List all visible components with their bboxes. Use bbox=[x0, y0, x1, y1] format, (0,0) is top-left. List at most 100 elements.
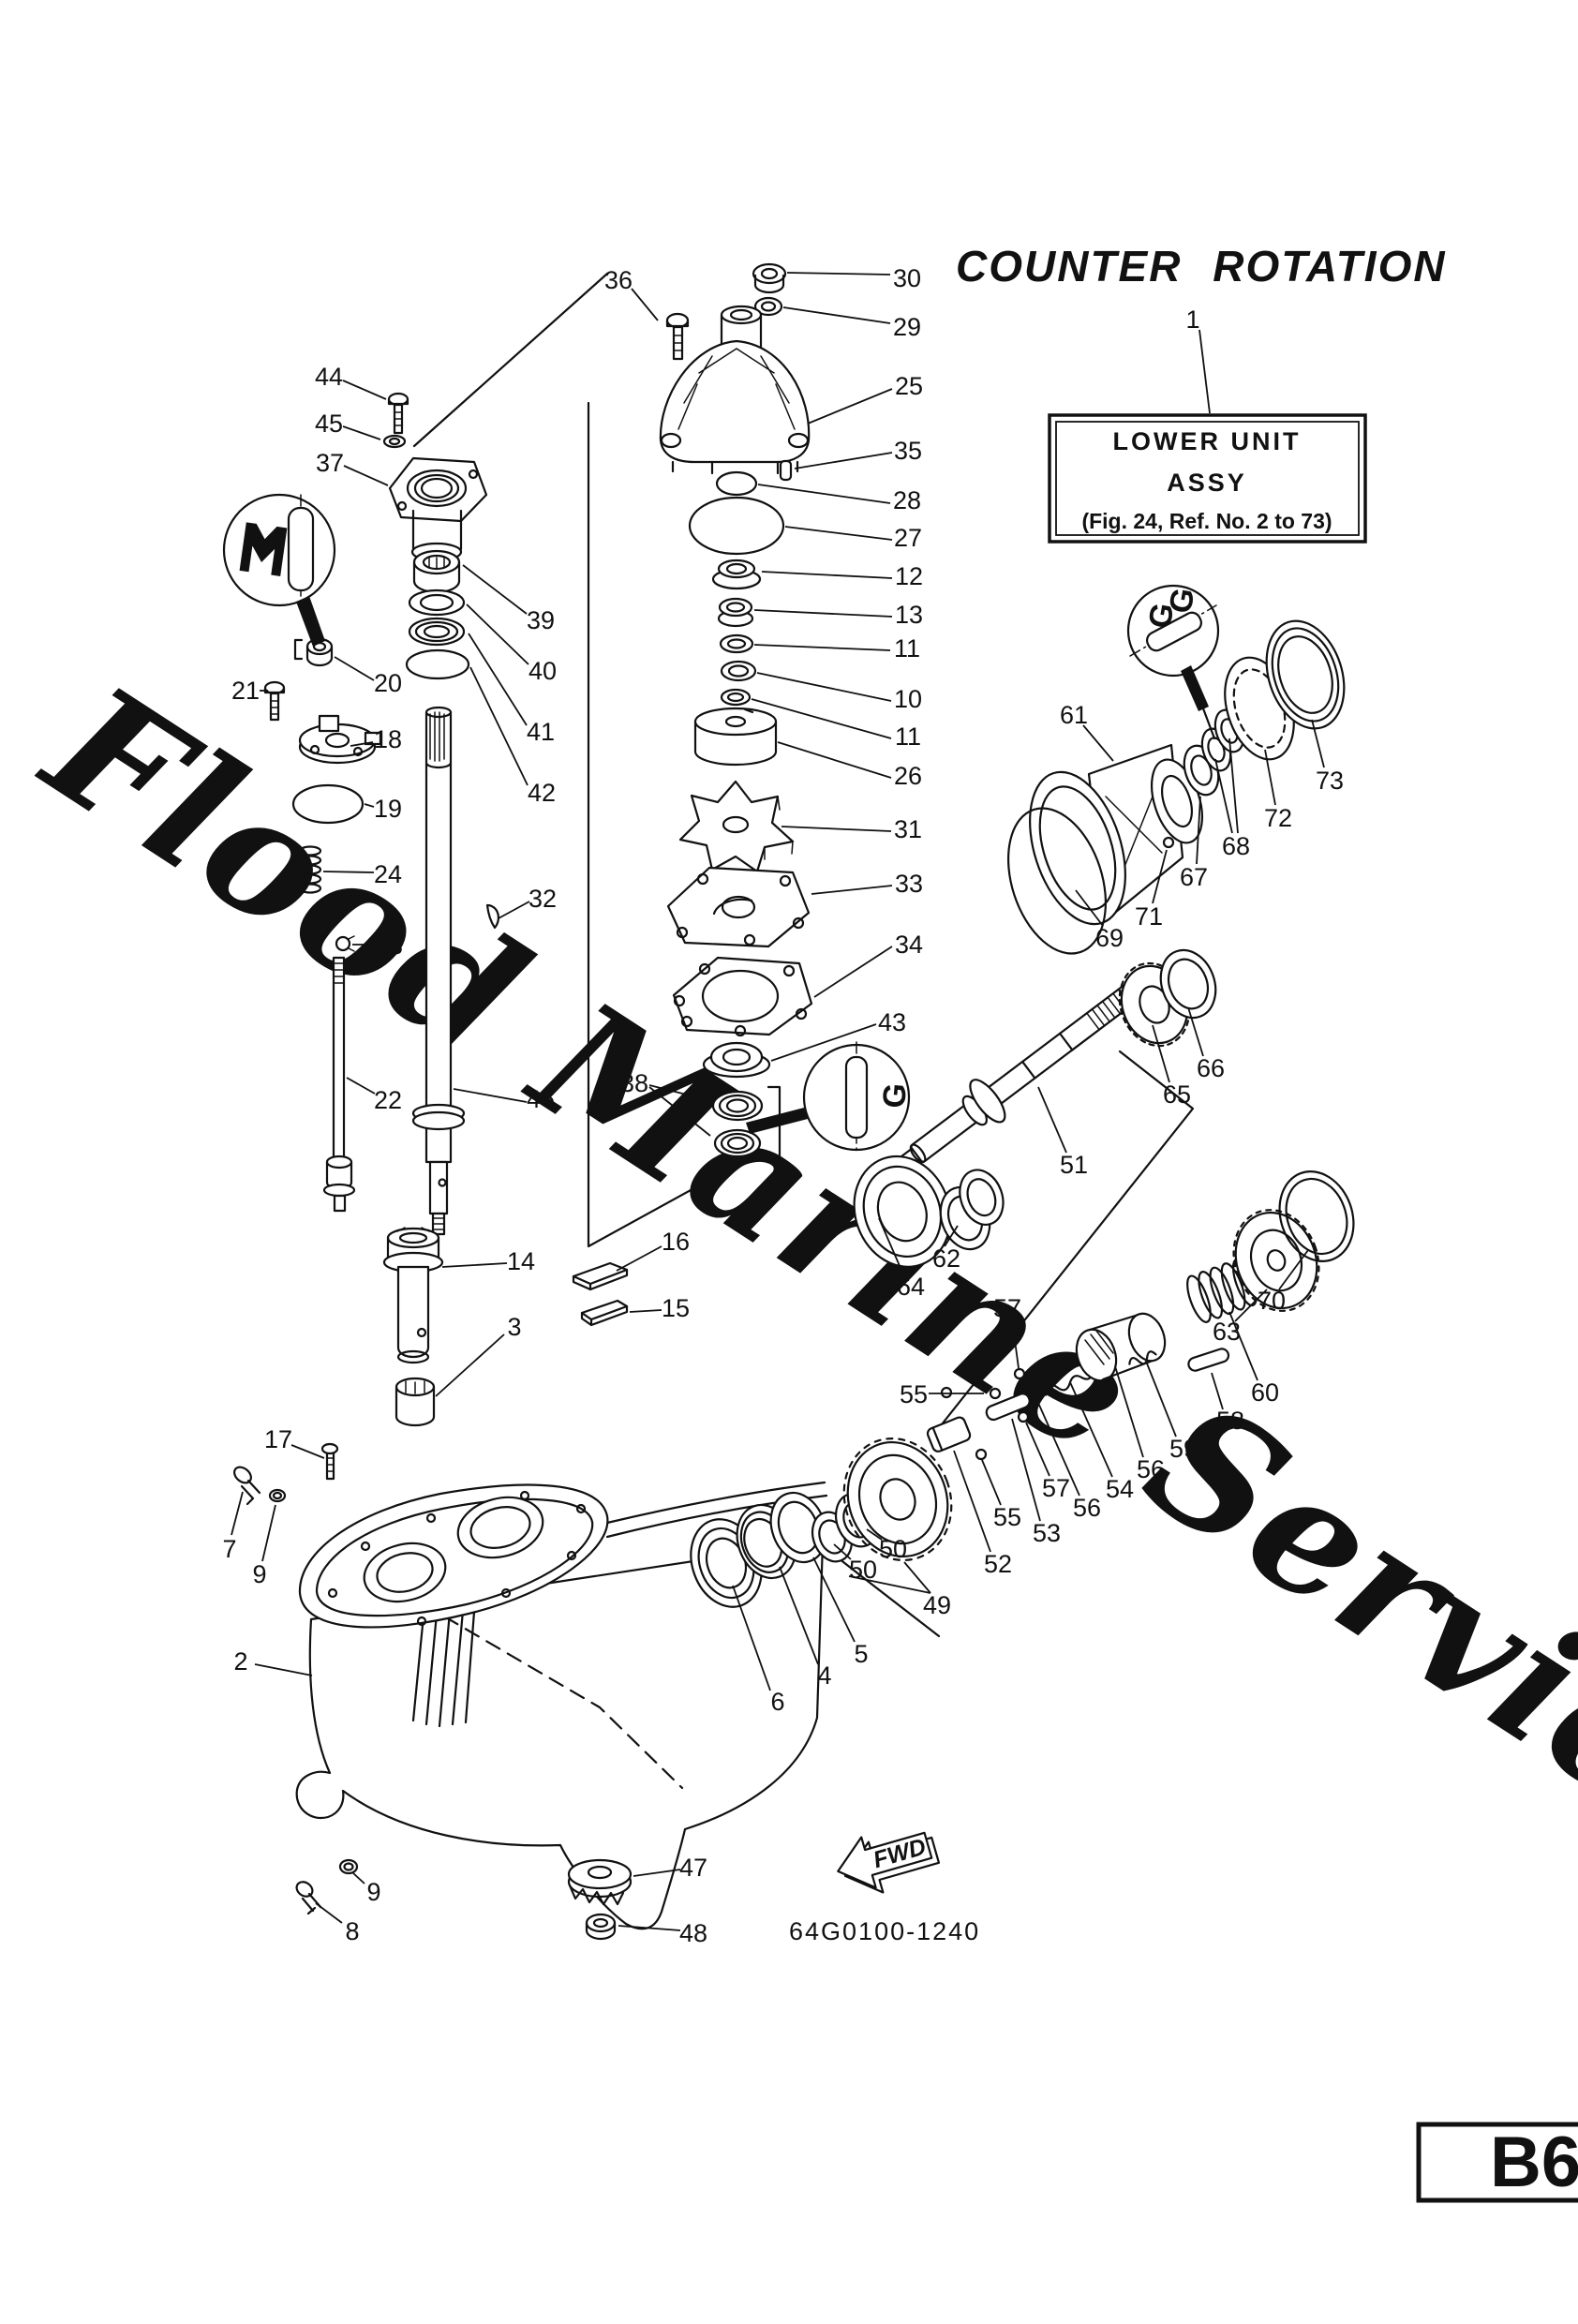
leader-line-46 bbox=[453, 1088, 528, 1103]
part-label-24: 24 bbox=[374, 860, 402, 888]
leader-line-26 bbox=[777, 741, 892, 779]
leader-line-73 bbox=[1311, 719, 1325, 768]
part-label-9: 9 bbox=[252, 1560, 266, 1588]
part-label-61: 61 bbox=[1060, 701, 1088, 729]
leader-line-25 bbox=[807, 388, 893, 425]
assembly-reference-box: LOWER UNIT ASSY (Fig. 24, Ref. No. 2 to … bbox=[1048, 413, 1367, 544]
part-label-33: 33 bbox=[895, 870, 923, 898]
part-label-37: 37 bbox=[316, 449, 344, 477]
leader-line-7 bbox=[231, 1491, 244, 1536]
leader-line-42 bbox=[469, 666, 528, 786]
leader-line-6 bbox=[732, 1585, 771, 1691]
shift-rod-drawing bbox=[322, 956, 356, 1213]
part-label-1: 1 bbox=[1185, 305, 1199, 334]
part-label-22: 22 bbox=[374, 1086, 402, 1114]
figure-code: 64G0100-1240 bbox=[789, 1917, 980, 1945]
part-label-16: 16 bbox=[662, 1228, 690, 1256]
part-label-55: 55 bbox=[900, 1380, 928, 1408]
part-label-66: 66 bbox=[1197, 1054, 1225, 1082]
part-label-21: 21 bbox=[231, 677, 260, 705]
part-label-43: 43 bbox=[878, 1008, 906, 1036]
part-label-9: 9 bbox=[366, 1878, 380, 1906]
part-label-49: 49 bbox=[923, 1591, 951, 1619]
leader-line-19 bbox=[364, 803, 375, 808]
page-tab: B6 bbox=[1416, 2122, 1578, 2203]
part-label-14: 14 bbox=[507, 1247, 535, 1275]
part-label-19: 19 bbox=[374, 795, 402, 823]
leader-line-33 bbox=[811, 885, 893, 895]
case-fasteners-drawing bbox=[233, 1442, 359, 1915]
part-label-70: 70 bbox=[1258, 1287, 1286, 1315]
leader-line-5 bbox=[812, 1557, 856, 1643]
grease-glyph-icon: G bbox=[876, 1081, 914, 1110]
part-label-12: 12 bbox=[895, 562, 923, 590]
assembly-box-line2: ASSY bbox=[1167, 469, 1247, 497]
leader-line-57 bbox=[1011, 1318, 1020, 1369]
part-label-45: 45 bbox=[315, 410, 343, 438]
leader-line-17 bbox=[290, 1444, 325, 1459]
part-label-65: 65 bbox=[1163, 1080, 1191, 1109]
leader-line-68 bbox=[1228, 737, 1239, 834]
leader-line-68 bbox=[1214, 758, 1233, 834]
leader-line-9 bbox=[352, 1872, 365, 1885]
leader-line-10 bbox=[756, 672, 892, 702]
leader-line-36 bbox=[631, 288, 659, 321]
leader-line-59 bbox=[1146, 1363, 1177, 1438]
leader-line-18 bbox=[350, 741, 374, 747]
part-label-10: 10 bbox=[894, 685, 922, 713]
part-label-27: 27 bbox=[894, 524, 922, 552]
grease-glyph-icon: G bbox=[1142, 601, 1182, 632]
part-label-30: 30 bbox=[893, 264, 921, 292]
leader-line-11 bbox=[751, 698, 892, 739]
part-label-17: 17 bbox=[264, 1425, 292, 1453]
part-label-13: 13 bbox=[895, 601, 923, 629]
leader-line-66 bbox=[1187, 1006, 1204, 1057]
grease-glyph-icon: G bbox=[1163, 586, 1202, 617]
part-label-44: 44 bbox=[315, 363, 343, 391]
part-label-35: 35 bbox=[894, 437, 922, 465]
leader-line-62 bbox=[944, 1225, 959, 1247]
leader-line-56 bbox=[1037, 1402, 1080, 1497]
leader-line-35 bbox=[794, 452, 893, 469]
part-label-48: 48 bbox=[679, 1919, 707, 1947]
part-label-72: 72 bbox=[1264, 804, 1292, 832]
leader-line-57 bbox=[1025, 1422, 1050, 1477]
part-label-56: 56 bbox=[1073, 1494, 1101, 1522]
part-label-40: 40 bbox=[528, 657, 557, 685]
part-label-32: 32 bbox=[528, 885, 557, 913]
leader-line-4 bbox=[779, 1566, 819, 1665]
leader-line-69 bbox=[1075, 889, 1104, 927]
part-label-59: 59 bbox=[1169, 1435, 1198, 1463]
part-label-54: 54 bbox=[1106, 1475, 1134, 1503]
leader-line-54 bbox=[1069, 1381, 1113, 1478]
shift-cam-stack-drawing bbox=[263, 637, 382, 952]
part-label-69: 69 bbox=[1095, 924, 1124, 952]
part-label-50: 50 bbox=[879, 1535, 907, 1563]
leader-line-3 bbox=[435, 1333, 505, 1397]
leader-line-39 bbox=[462, 564, 528, 615]
part-label-7: 7 bbox=[222, 1535, 236, 1563]
grease-detail-circle-a bbox=[222, 493, 336, 647]
leader-line-48 bbox=[618, 1925, 681, 1931]
part-label-71: 71 bbox=[1135, 902, 1163, 931]
leader-line-72 bbox=[1264, 749, 1276, 806]
leader-line-12 bbox=[761, 571, 893, 579]
leader-line-51 bbox=[1037, 1086, 1067, 1154]
leader-line-16 bbox=[616, 1245, 662, 1272]
page-tab-label: B6 bbox=[1490, 2123, 1578, 2202]
part-label-56: 56 bbox=[1137, 1455, 1165, 1483]
leader-line-29 bbox=[782, 306, 891, 324]
part-label-52: 52 bbox=[984, 1550, 1012, 1578]
part-label-51: 51 bbox=[1060, 1151, 1088, 1179]
part-label-11: 11 bbox=[895, 723, 921, 751]
grease-mark-icon bbox=[239, 522, 288, 576]
part-label-47: 47 bbox=[679, 1854, 707, 1882]
part-label-25: 25 bbox=[895, 372, 923, 400]
leader-line-44 bbox=[342, 380, 387, 400]
part-label-23: 23 bbox=[375, 931, 403, 960]
part-label-11: 11 bbox=[894, 634, 920, 663]
bearing-sleeve-drawing bbox=[382, 1227, 629, 1427]
leader-line-13 bbox=[753, 609, 893, 618]
part-label-57: 57 bbox=[993, 1294, 1021, 1322]
leader-line-58 bbox=[1211, 1372, 1224, 1410]
